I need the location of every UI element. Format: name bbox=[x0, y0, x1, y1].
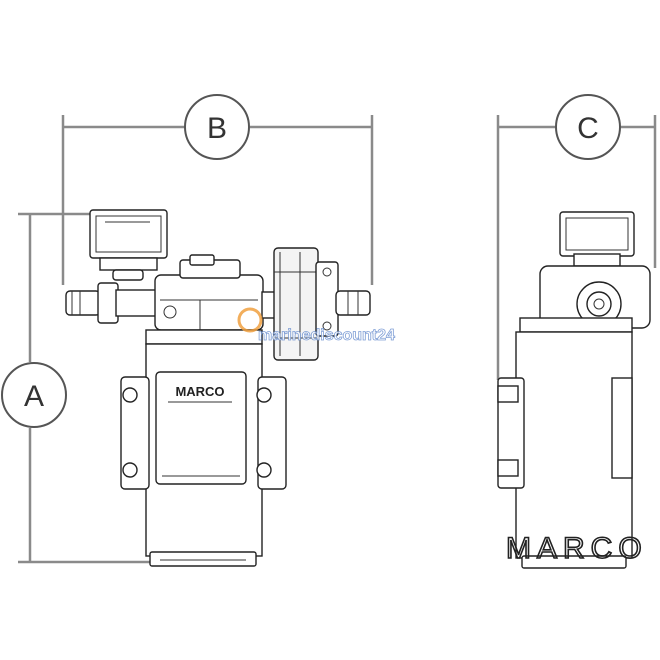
motor-label: MARCO bbox=[155, 371, 247, 485]
pressure-switch bbox=[89, 209, 168, 281]
pump-side-view: MARCO bbox=[497, 211, 651, 569]
dimension-b: B bbox=[61, 94, 374, 285]
dimension-c-marker bbox=[555, 94, 621, 160]
brand-logo: MARCO bbox=[506, 532, 648, 565]
dimension-c: C bbox=[496, 94, 657, 380]
dimension-a: A bbox=[1, 212, 180, 564]
outlet-flange bbox=[261, 247, 339, 361]
side-pump-head bbox=[519, 265, 651, 333]
dimension-b-label: B bbox=[207, 112, 227, 145]
dimension-a-label: A bbox=[24, 380, 44, 413]
motor-label-brand: MARCO bbox=[175, 384, 224, 399]
mounting-bracket-left bbox=[120, 376, 150, 490]
pump-head bbox=[154, 254, 264, 331]
watermark-text: marinediscount24 bbox=[258, 327, 395, 344]
side-mounting-bracket bbox=[497, 377, 633, 489]
outlet-port bbox=[335, 290, 371, 316]
dimension-b-marker bbox=[184, 94, 250, 160]
side-pressure-switch bbox=[559, 211, 635, 267]
dimension-a-marker bbox=[1, 362, 67, 428]
mounting-bracket-right bbox=[256, 376, 287, 490]
pump-front-view: MARCO bbox=[65, 209, 371, 567]
inlet-port bbox=[65, 282, 157, 324]
watermark-gear-icon bbox=[237, 307, 263, 333]
dimension-c-label: C bbox=[577, 112, 599, 145]
watermark: marinediscount24 bbox=[237, 307, 395, 344]
